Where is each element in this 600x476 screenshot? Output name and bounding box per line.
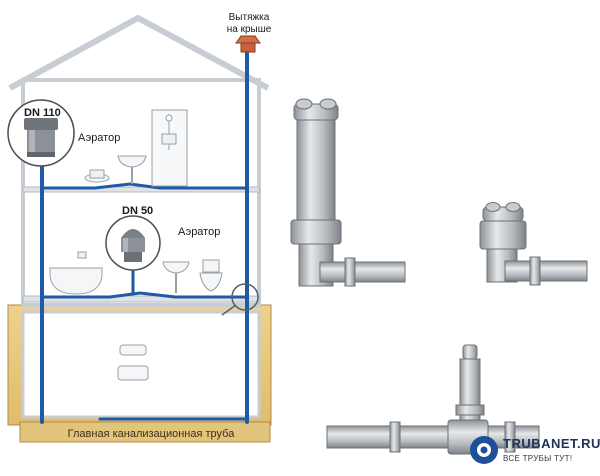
fitting-small-valve	[480, 203, 587, 286]
roof-vent-label-line1: Вытяжка	[211, 12, 287, 24]
dn110-label: DN 110	[24, 107, 61, 119]
aerator-upper-label: Аэратор	[78, 132, 120, 144]
roof-vent-cap	[236, 36, 260, 52]
basement-room	[23, 312, 259, 417]
brand-slogan: ВСЕ ТРУБЫ ТУТ!	[503, 454, 572, 463]
roof-vent-label: Вытяжка на крыше	[211, 12, 287, 36]
aerator-dn50	[106, 216, 160, 270]
dn50-label: DN 50	[122, 205, 153, 217]
shower-cabin	[152, 110, 187, 186]
brand-name: TRUBANET.RU	[503, 436, 600, 451]
main-pipe-label: Главная канализационная труба	[45, 428, 257, 440]
fitting-large-valve	[291, 99, 405, 286]
brand-logo-mark	[470, 436, 498, 464]
basement-appliance-top	[120, 345, 146, 355]
roof-vent-label-line2: на крыше	[211, 24, 287, 36]
aerator-lower-label: Аэратор	[178, 226, 220, 238]
basement-appliance-bottom	[118, 366, 148, 380]
